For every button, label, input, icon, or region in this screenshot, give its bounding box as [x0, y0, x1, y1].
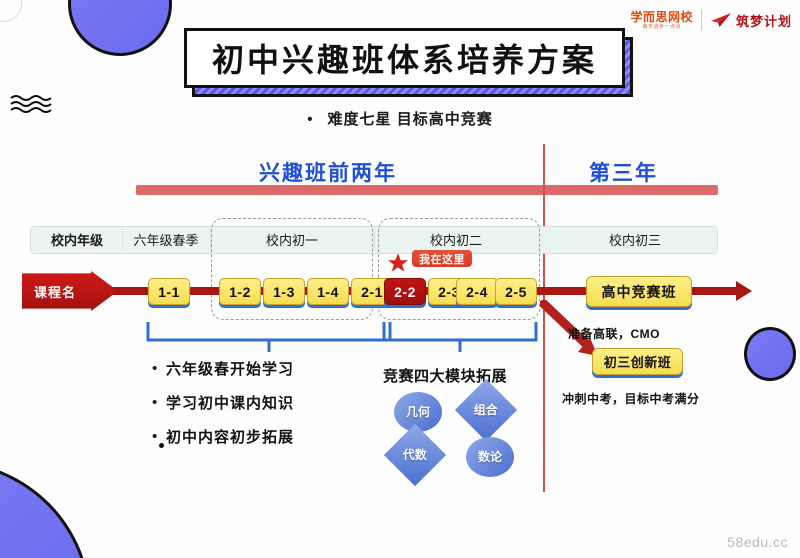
program-logo: 筑梦计划 [710, 11, 792, 30]
decor-quarter-circle [0, 461, 91, 558]
page-subtitle: • 难度七星 目标高中竞赛 [0, 108, 800, 129]
course-chip-2-2-current[interactable]: 2-2 [384, 278, 426, 305]
module-shape-combinatorics: 组合 [454, 378, 518, 442]
list-item: • 初中内容初步拓展 [152, 426, 294, 447]
grade-cell-junior3: 校内初三 [608, 232, 661, 248]
program-logo-name: 筑梦计划 [735, 13, 792, 29]
list-item: • 学习初中课内知识 [152, 392, 294, 413]
timeline-start-label: 课程名 [34, 284, 77, 300]
grade-row-separator [374, 228, 375, 250]
bullet-text-1: 六年级春开始学习 [166, 361, 295, 378]
timeline-start-tag: 课程名 [22, 271, 118, 311]
decor-waves-icon [10, 95, 52, 113]
bullet-marker: • [152, 394, 158, 411]
bullet-text-3: 初中内容初步拓展 [166, 429, 295, 446]
star-icon [387, 253, 409, 272]
feature-bullet-list: • 六年级春开始学习 • 学习初中课内知识 • 初中内容初步拓展 [152, 358, 294, 460]
group-box-junior1 [211, 218, 373, 320]
module-label-geometry: 几何 [405, 404, 430, 419]
grade-row-label: 校内年级 [50, 232, 103, 248]
bullet-marker: • [152, 360, 158, 377]
bullet-text-2: 学习初中课内知识 [166, 395, 295, 412]
course-chip-1-4[interactable]: 1-4 [307, 278, 349, 305]
title-box: 初中兴趣班体系培养方案 [184, 28, 625, 88]
modules-title: 竞赛四大模块拓展 [383, 368, 508, 385]
bullet-marker: • [152, 428, 158, 445]
paper-plane-icon [710, 13, 731, 27]
timeline-arrowhead-icon [736, 281, 752, 301]
brand-divider [700, 10, 702, 30]
xes-logo-slogan: 每天进步一点点 [642, 23, 681, 30]
page-title: 初中兴趣班体系培养方案 [211, 42, 597, 78]
bracket-junior1-group [146, 322, 392, 352]
course-chip-2-4[interactable]: 2-4 [456, 278, 498, 305]
module-shape-algebra: 代数 [383, 423, 447, 487]
subtitle-bullet: • [307, 111, 314, 128]
course-chip-2-5[interactable]: 2-5 [495, 278, 537, 305]
grade-row-separator [122, 228, 123, 250]
module-shape-geometry: 几何 [394, 392, 442, 432]
you-are-here-badge: 我在这里 [412, 250, 472, 267]
decor-circle-top [68, 0, 172, 56]
course-chip-high-school-competition[interactable]: 高中竞赛班 [586, 276, 692, 307]
module-shape-number-theory: 数论 [466, 437, 514, 477]
title-block: 初中兴趣班体系培养方案 [184, 28, 633, 97]
module-label-algebra: 代数 [402, 447, 428, 462]
branch-chip-innovation-class[interactable]: 初三创新班 [592, 348, 683, 375]
course-chip-1-2[interactable]: 1-2 [219, 278, 261, 305]
group-box-junior2 [378, 218, 540, 320]
phase-label-left: 兴趣班前两年 [259, 162, 397, 185]
module-label-combinatorics: 组合 [473, 402, 499, 417]
xes-logo-name: 学而思网校 [630, 9, 693, 24]
phase-label-right: 第三年 [589, 162, 658, 185]
branch-note-bottom: 冲刺中考，目标中考满分 [562, 392, 700, 406]
bracket-junior2-group [382, 322, 538, 352]
watermark: 58edu.cc [727, 534, 788, 550]
decor-dot [159, 443, 164, 448]
brand-lockup: 学而思网校 每天进步一点点 筑梦计划 [630, 10, 792, 30]
decor-circle-right [744, 327, 796, 381]
xes-logo: 学而思网校 每天进步一点点 [630, 11, 693, 30]
list-item: • 六年级春开始学习 [152, 358, 294, 379]
grade-cell-junior1: 校内初一 [265, 232, 318, 248]
decor-arc [0, 0, 22, 22]
phase-vertical-divider [543, 144, 545, 492]
grade-row-separator [210, 228, 211, 250]
branch-note-top: 准备高联，CMO [568, 327, 660, 341]
grade-cell-junior2: 校内初二 [429, 232, 482, 248]
phase-separator-bar [136, 185, 718, 195]
subtitle-text: 难度七星 目标高中竞赛 [327, 111, 493, 128]
grade-cell-g6-spring: 六年级春季 [133, 232, 199, 248]
module-label-number-theory: 数论 [477, 449, 502, 464]
course-chip-1-1[interactable]: 1-1 [148, 278, 190, 305]
course-chip-1-3[interactable]: 1-3 [263, 278, 305, 305]
